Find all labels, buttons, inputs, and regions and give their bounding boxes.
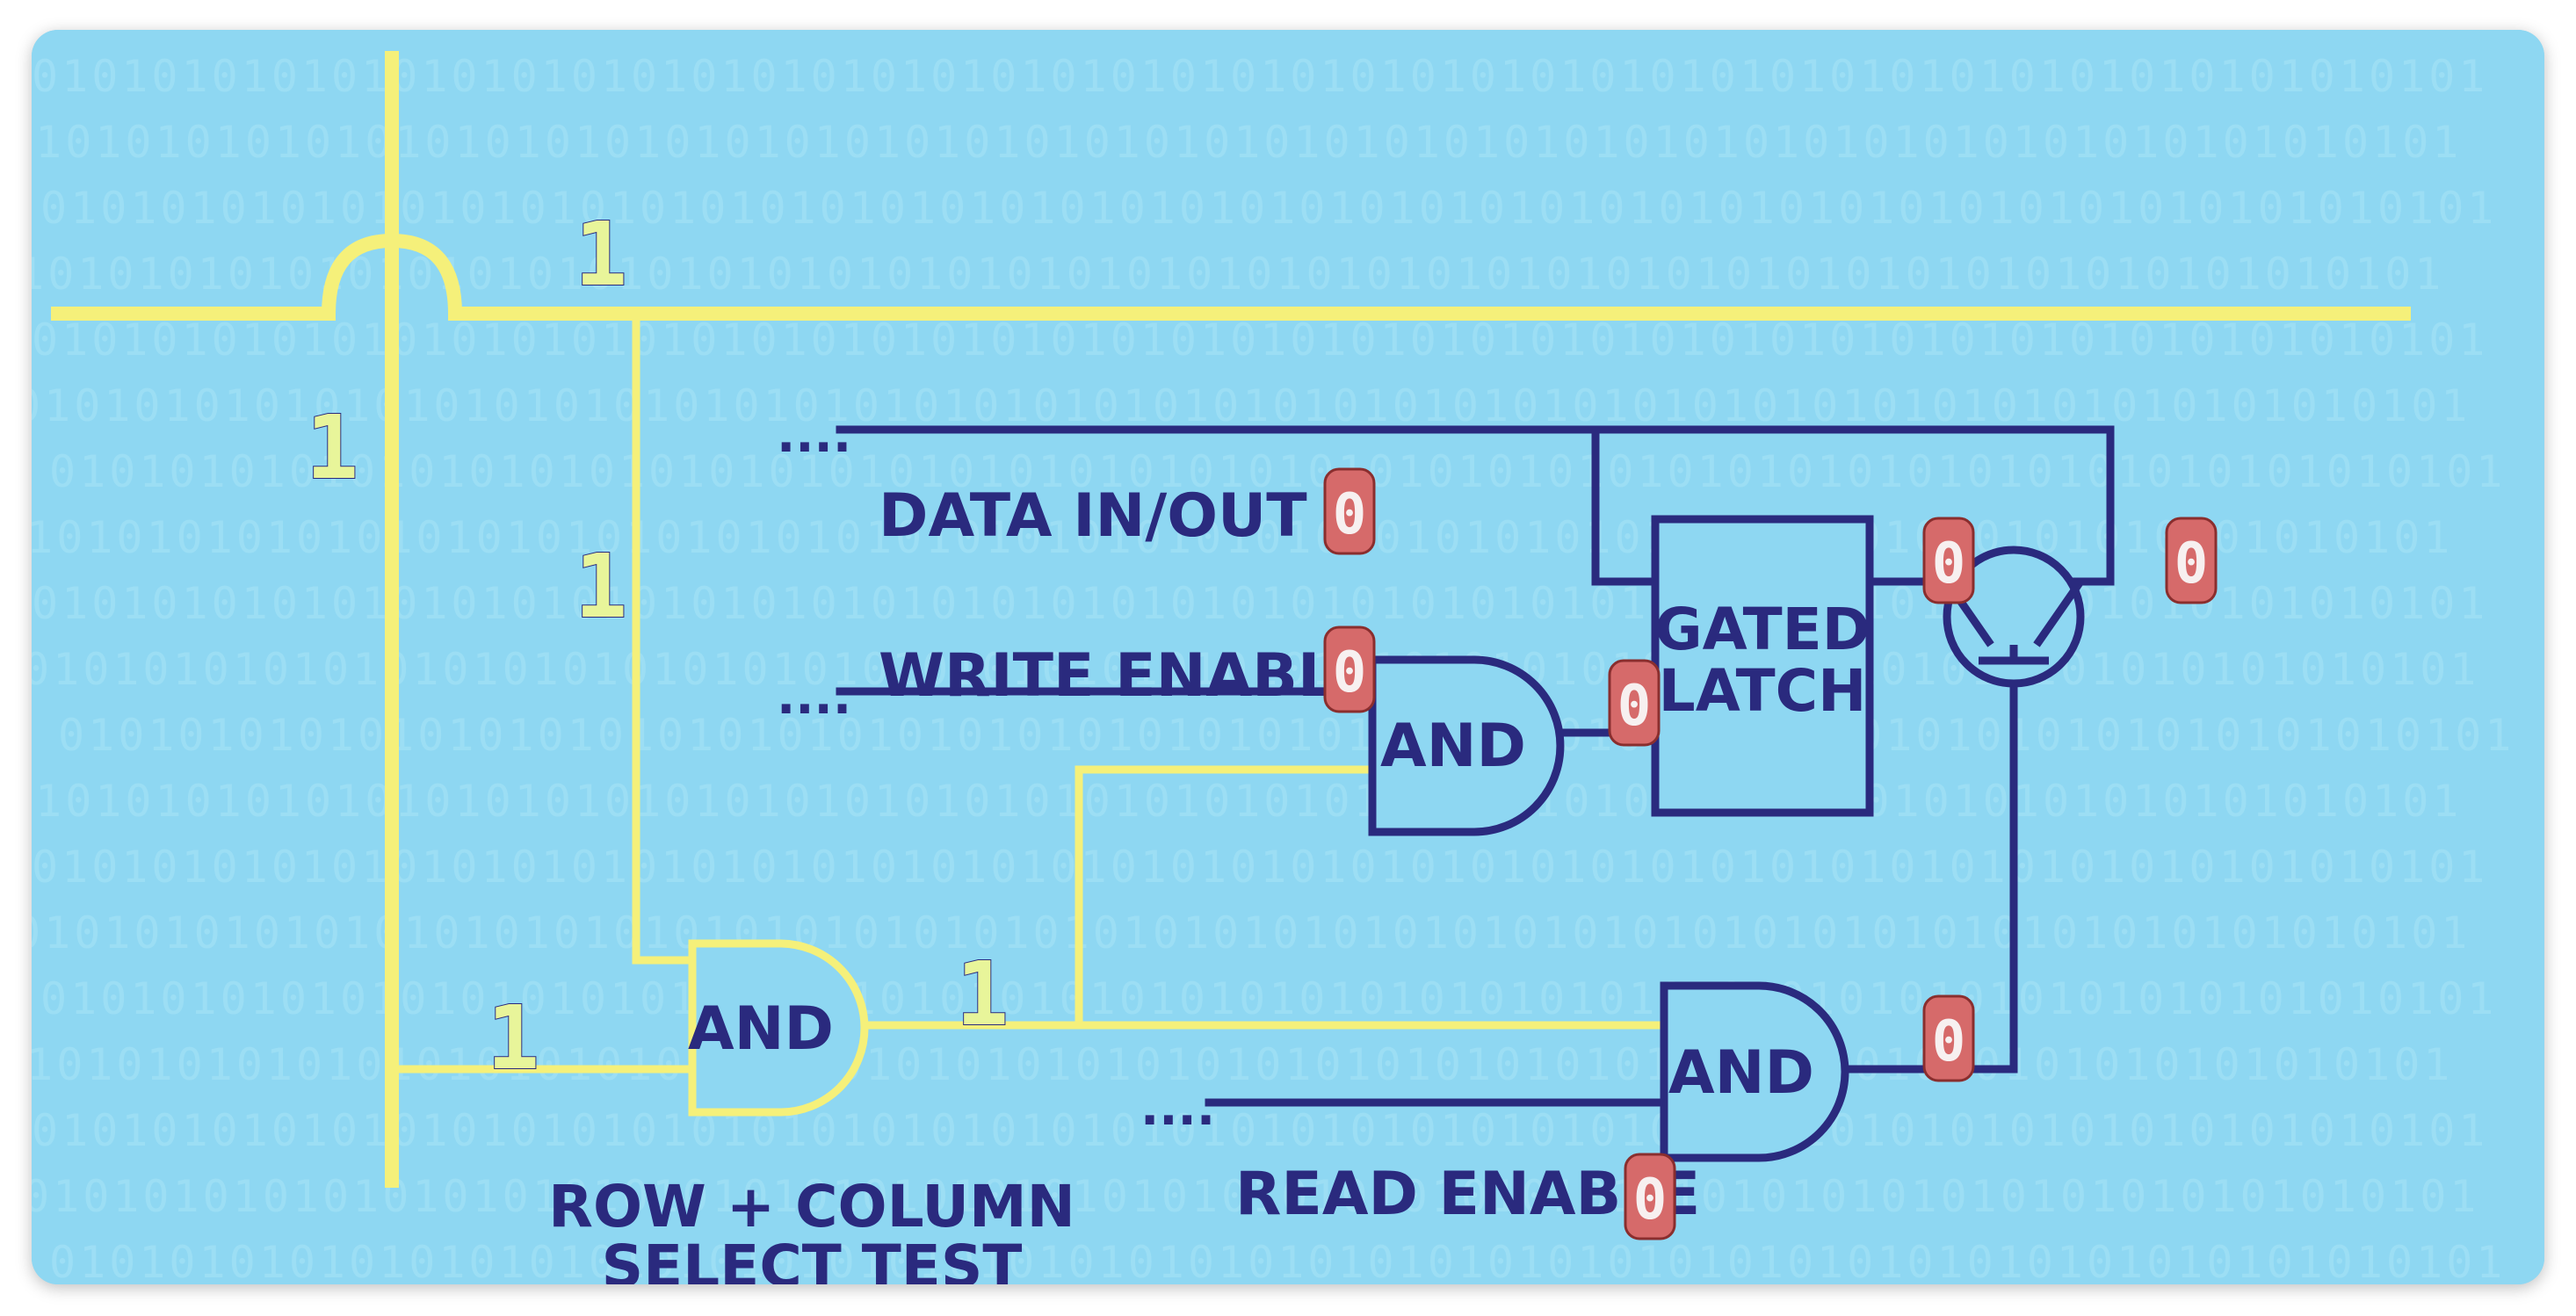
binary-row: 0101010101010101010101010101010101010101… <box>32 1039 2453 1090</box>
row-column-label-line2: SELECT TEST <box>602 1233 1023 1284</box>
and-gate-read-label: AND <box>1668 1038 1814 1108</box>
zero-markers: 0 0 0 0 0 0 0 <box>1323 467 2218 1240</box>
and-gate-write: AND <box>1368 655 1565 836</box>
binary-row: 0101010101010101010101010101010101010101… <box>49 446 2506 497</box>
svg-text:0: 0 <box>1932 1009 1966 1074</box>
binary-row: 0101010101010101010101010101010101010101… <box>32 842 2488 893</box>
read-enable-label: READ ENABLE <box>1235 1160 1700 1229</box>
and-gate-select-label: AND <box>688 994 834 1064</box>
binary-row: 0101010101010101010101010101010101010101… <box>32 776 2462 827</box>
zero-marker-read-enable: 0 <box>1624 1153 1676 1240</box>
and-gate-select: AND <box>688 939 869 1117</box>
zero-marker-transistor-output: 0 <box>2165 517 2218 604</box>
svg-text:0: 0 <box>1617 674 1652 739</box>
one-marker-column-branch: 1 <box>487 987 539 1089</box>
background <box>32 30 2544 1284</box>
one-marker-row: 1 <box>575 203 627 306</box>
one-marker-column: 1 <box>306 396 358 499</box>
transistor <box>1943 546 2085 688</box>
inactive-wires <box>836 425 2115 1107</box>
svg-text:0: 0 <box>1633 1168 1668 1233</box>
active-wires <box>51 51 2411 1188</box>
zero-marker-write-enable: 0 <box>1323 625 1376 713</box>
diagram-frame: 0101010101010101010101010101010101010101… <box>32 30 2544 1284</box>
one-markers: 1 1 1 1 1 <box>305 202 1009 1090</box>
svg-text:0: 0 <box>1932 531 1966 597</box>
gated-latch-label-line1: GATED <box>1654 596 1870 663</box>
binary-row: 0101010101010101010101010101010101010101… <box>32 1105 2488 1156</box>
data-in-out-label: DATA IN/OUT <box>879 481 1307 551</box>
binary-background: 0101010101010101010101010101010101010101… <box>32 51 2514 1284</box>
row-branch-wire <box>632 309 695 965</box>
zero-marker-latch-output: 0 <box>1922 517 1975 604</box>
memory-cell-circuit-diagram: 0101010101010101010101010101010101010101… <box>32 30 2544 1284</box>
binary-row: 0101010101010101010101010101010101010101… <box>32 315 2488 365</box>
zero-marker-data: 0 <box>1323 467 1376 555</box>
binary-row: 0101010101010101010101010101010101010101… <box>58 710 2514 761</box>
binary-row: 0101010101010101010101010101010101010101… <box>32 1171 2479 1222</box>
svg-text:0: 0 <box>1333 482 1367 547</box>
binary-row: 0101010101010101010101010101010101010101… <box>32 117 2462 168</box>
binary-row: 0101010101010101010101010101010101010101… <box>32 51 2488 102</box>
one-marker-row-branch: 1 <box>575 535 627 638</box>
transistor-to-read-and-wire <box>1841 640 2018 1074</box>
svg-text:0: 0 <box>1333 640 1367 705</box>
select-to-write-and-wire <box>1075 765 1375 1030</box>
gated-latch-label-line2: LATCH <box>1659 657 1867 725</box>
zero-marker-read-and-output: 0 <box>1922 994 1975 1082</box>
data-ellipsis: .... <box>777 407 851 464</box>
read-ellipsis: .... <box>1140 1080 1215 1137</box>
zero-marker-write-and-output: 0 <box>1608 659 1661 747</box>
and-gate-write-label: AND <box>1380 712 1526 781</box>
one-marker-select-output: 1 <box>956 943 1009 1045</box>
write-enable-label: WRITE ENABLE <box>879 641 1377 711</box>
binary-row: 0101010101010101010101010101010101010101… <box>32 380 2471 431</box>
row-column-label-line1: ROW + COLUMN <box>548 1173 1075 1240</box>
ellipsis-group: .... .... .... <box>777 407 1215 1137</box>
gated-latch: GATED LATCH <box>1651 515 1874 817</box>
binary-row: 0101010101010101010101010101010101010101… <box>32 907 2471 958</box>
active-branch-wires <box>387 309 1667 1074</box>
data-to-latch-wire <box>1591 425 1658 586</box>
write-ellipsis: .... <box>777 669 851 726</box>
binary-row: 0101010101010101010101010101010101010101… <box>40 973 2497 1024</box>
and-gate-read: AND <box>1660 981 1849 1162</box>
binary-row: 0101010101010101010101010101010101010101… <box>40 183 2497 234</box>
binary-row: 0101010101010101010101010101010101010101… <box>32 578 2488 629</box>
svg-text:0: 0 <box>2174 531 2209 597</box>
binary-row: 0101010101010101010101010101010101010101… <box>49 1237 2506 1284</box>
data-line-wire <box>836 425 2115 586</box>
